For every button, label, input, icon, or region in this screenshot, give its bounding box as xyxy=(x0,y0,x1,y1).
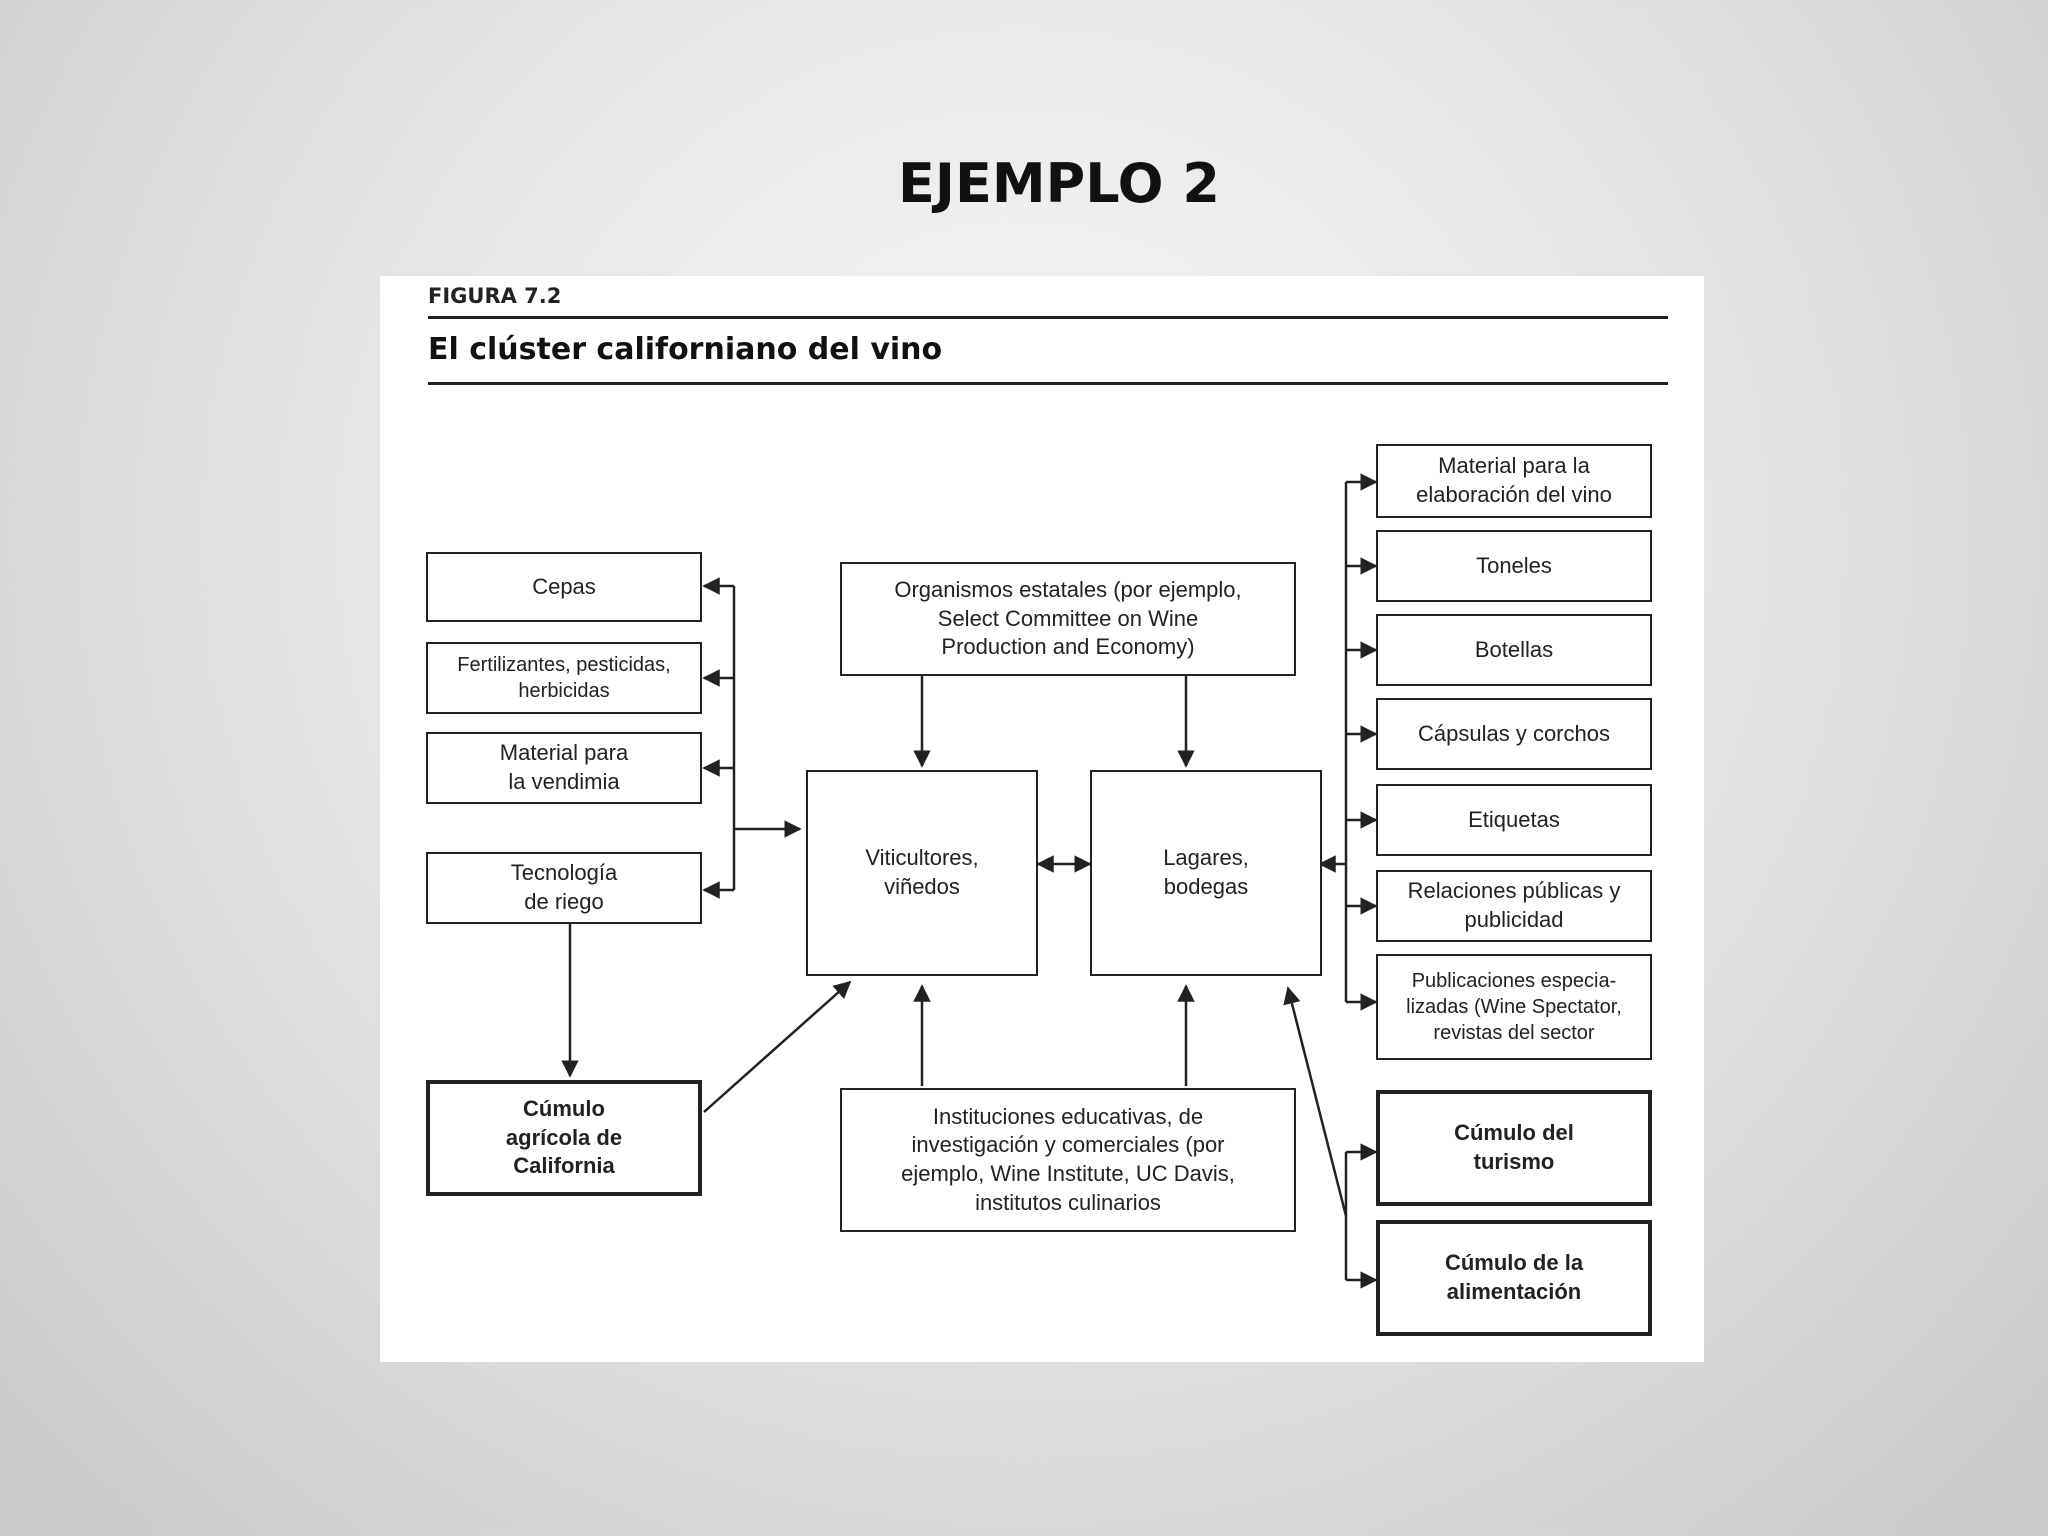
node-etiquetas: Etiquetas xyxy=(1376,784,1652,856)
arrow-clusters-lagares xyxy=(1283,986,1348,1217)
node-lagares: Lagares, bodegas xyxy=(1090,770,1322,976)
node-viticultores-label: Viticultores, viñedos xyxy=(865,845,979,899)
node-publicaciones: Publicaciones especia- lizadas (Wine Spe… xyxy=(1376,954,1652,1060)
arrow-agricola-viticultores xyxy=(703,980,852,1113)
slide-title: EJEMPLO 2 xyxy=(898,152,1220,215)
node-tecnologia-riego-label: Tecnología de riego xyxy=(510,860,618,914)
node-material-vino-label: Material para la elaboración del vino xyxy=(1416,453,1612,507)
node-capsulas-label: Cápsulas y corchos xyxy=(1418,720,1610,746)
node-cepas: Cepas xyxy=(426,552,702,622)
node-capsulas: Cápsulas y corchos xyxy=(1376,698,1652,770)
node-viticultores: Viticultores, viñedos xyxy=(806,770,1038,976)
node-relaciones-label: Relaciones públicas y publicidad xyxy=(1407,878,1621,932)
node-fertilizantes: Fertilizantes, pesticidas, herbicidas xyxy=(426,642,702,714)
bottom-rule xyxy=(428,382,1668,385)
node-lagares-label: Lagares, bodegas xyxy=(1163,845,1249,899)
node-cumulo-agricola-label: Cúmulo agrícola de California xyxy=(505,1096,623,1179)
node-organismos: Organismos estatales (por ejemplo, Selec… xyxy=(840,562,1296,676)
node-toneles-label: Toneles xyxy=(1476,552,1552,578)
figure-label: FIGURA 7.2 xyxy=(428,284,562,308)
node-etiquetas-label: Etiquetas xyxy=(1468,806,1560,832)
node-fertilizantes-label: Fertilizantes, pesticidas, herbicidas xyxy=(457,654,671,702)
node-material-vino: Material para la elaboración del vino xyxy=(1376,444,1652,518)
node-cumulo-turismo: Cúmulo del turismo xyxy=(1376,1090,1652,1206)
node-botellas-label: Botellas xyxy=(1474,636,1554,662)
top-rule xyxy=(428,316,1668,319)
node-toneles: Toneles xyxy=(1376,530,1652,602)
node-material-vendimia: Material para la vendimia xyxy=(426,732,702,804)
node-organismos-label: Organismos estatales (por ejemplo, Selec… xyxy=(894,577,1242,660)
cluster-diagram: FIGURA 7.2 El clúster californiano del v… xyxy=(380,276,1704,1362)
node-publicaciones-label: Publicaciones especia- lizadas (Wine Spe… xyxy=(1406,970,1622,1044)
node-cumulo-alimentacion-label: Cúmulo de la alimentación xyxy=(1444,1250,1584,1304)
node-botellas: Botellas xyxy=(1376,614,1652,686)
node-cepas-label: Cepas xyxy=(532,573,596,599)
node-cumulo-turismo-label: Cúmulo del turismo xyxy=(1454,1120,1574,1174)
node-cumulo-alimentacion: Cúmulo de la alimentación xyxy=(1376,1220,1652,1336)
node-tecnologia-riego: Tecnología de riego xyxy=(426,852,702,924)
node-cumulo-agricola: Cúmulo agrícola de California xyxy=(426,1080,702,1196)
node-instituciones-label: Instituciones educativas, de investigaci… xyxy=(901,1103,1235,1215)
node-instituciones: Instituciones educativas, de investigaci… xyxy=(840,1088,1296,1232)
node-relaciones: Relaciones públicas y publicidad xyxy=(1376,870,1652,942)
node-material-vendimia-label: Material para la vendimia xyxy=(499,740,629,794)
connector-lines xyxy=(561,473,1378,1289)
figure-title: El clúster californiano del vino xyxy=(428,332,943,367)
